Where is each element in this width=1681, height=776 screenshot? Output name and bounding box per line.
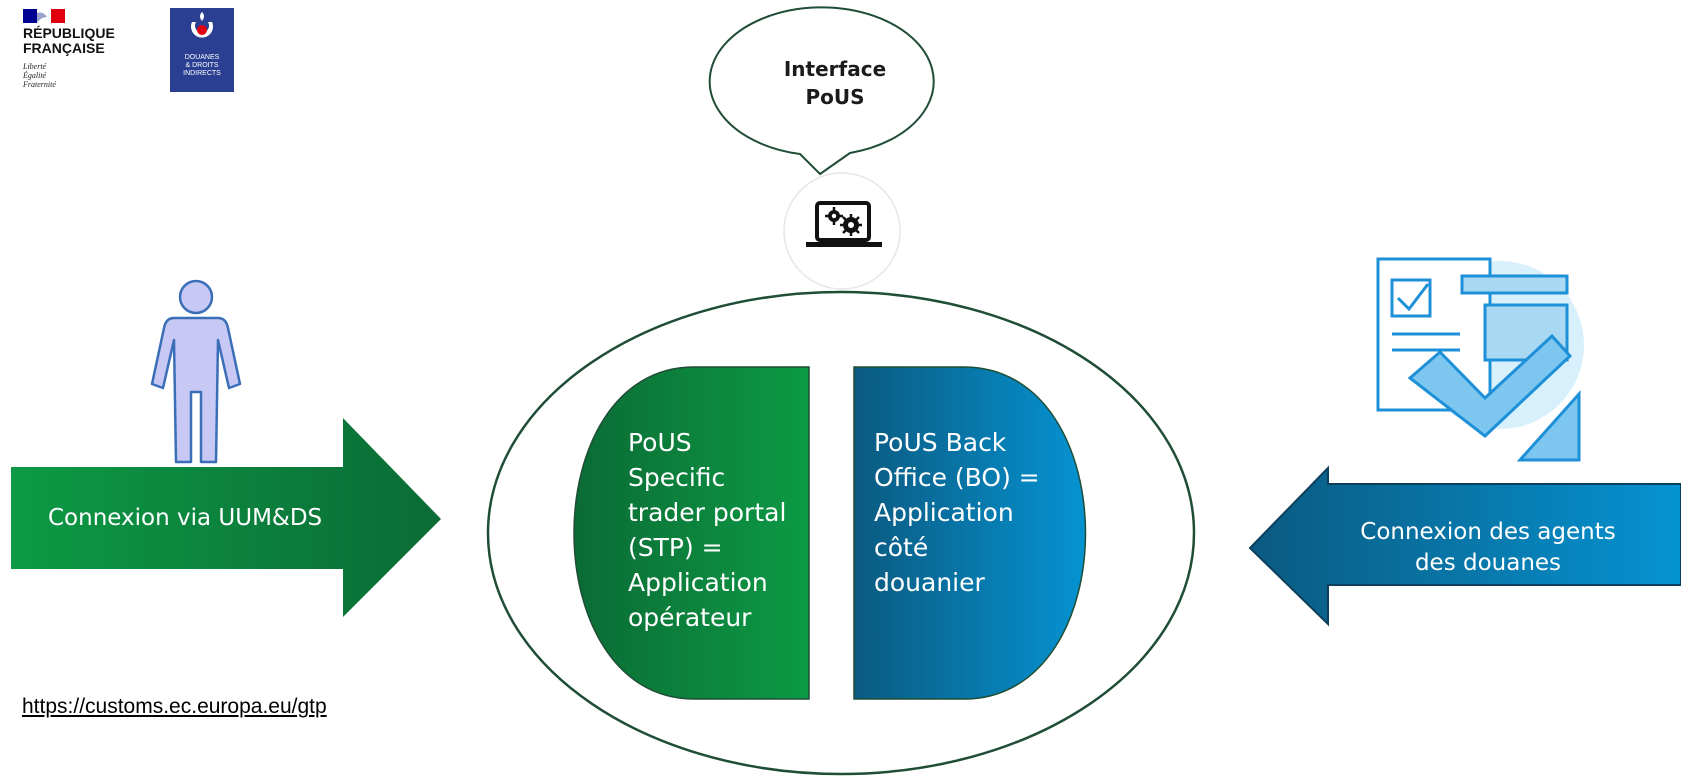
douanes-line3: INDIRECTS bbox=[183, 70, 221, 77]
douanes-line2: & DROITS bbox=[185, 62, 219, 69]
gtp-link[interactable]: https://customs.ec.europa.eu/gtp bbox=[22, 695, 327, 718]
stp-panel-label: PoUS Specific trader portal (STP) = Appl… bbox=[628, 428, 787, 632]
left-connexion-arrow bbox=[11, 418, 441, 617]
right-arrow-line1: Connexion des agents bbox=[1360, 519, 1616, 545]
bo-panel-label: PoUS Back Office (BO) = Application côté… bbox=[874, 428, 1040, 597]
stp-panel bbox=[573, 366, 810, 700]
douanes-logo: DOUANES & DROITS INDIRECTS bbox=[170, 8, 234, 92]
right-arrow-line2: des douanes bbox=[1414, 550, 1562, 576]
douanes-logo-text: DOUANES & DROITS INDIRECTS bbox=[170, 54, 234, 78]
laptop-gears-icon bbox=[783, 172, 901, 290]
republique-francaise-logo: RÉPUBLIQUE FRANÇAISE bbox=[23, 26, 115, 56]
rf-name-line2: FRANÇAISE bbox=[23, 40, 105, 56]
left-arrow-label: Connexion via UUM&DS bbox=[48, 505, 323, 531]
rf-motto-line1: Liberté bbox=[23, 62, 47, 71]
person-icon bbox=[150, 279, 242, 464]
right-connexion-arrow bbox=[1248, 465, 1681, 627]
rf-motto: Liberté Égalité Fraternité bbox=[23, 62, 56, 89]
interface-line2: PoUS bbox=[805, 85, 865, 109]
right-arrow-label: Connexion des agents des douanes bbox=[1318, 517, 1658, 579]
douanes-emblem-icon bbox=[191, 12, 213, 38]
douanes-line1: DOUANES bbox=[184, 54, 220, 61]
interface-bubble-label: Interface PoUS bbox=[755, 55, 915, 111]
rf-motto-line2: Égalité bbox=[23, 71, 47, 80]
interface-bubble bbox=[708, 6, 935, 176]
rf-name-line1: RÉPUBLIQUE bbox=[23, 25, 115, 41]
marianne-logo-icon bbox=[23, 9, 65, 23]
rf-motto-line3: Fraternité bbox=[23, 80, 56, 89]
bo-panel bbox=[853, 366, 1087, 700]
customs-agent-icon bbox=[1376, 257, 1584, 462]
interface-line1: Interface bbox=[783, 57, 887, 81]
